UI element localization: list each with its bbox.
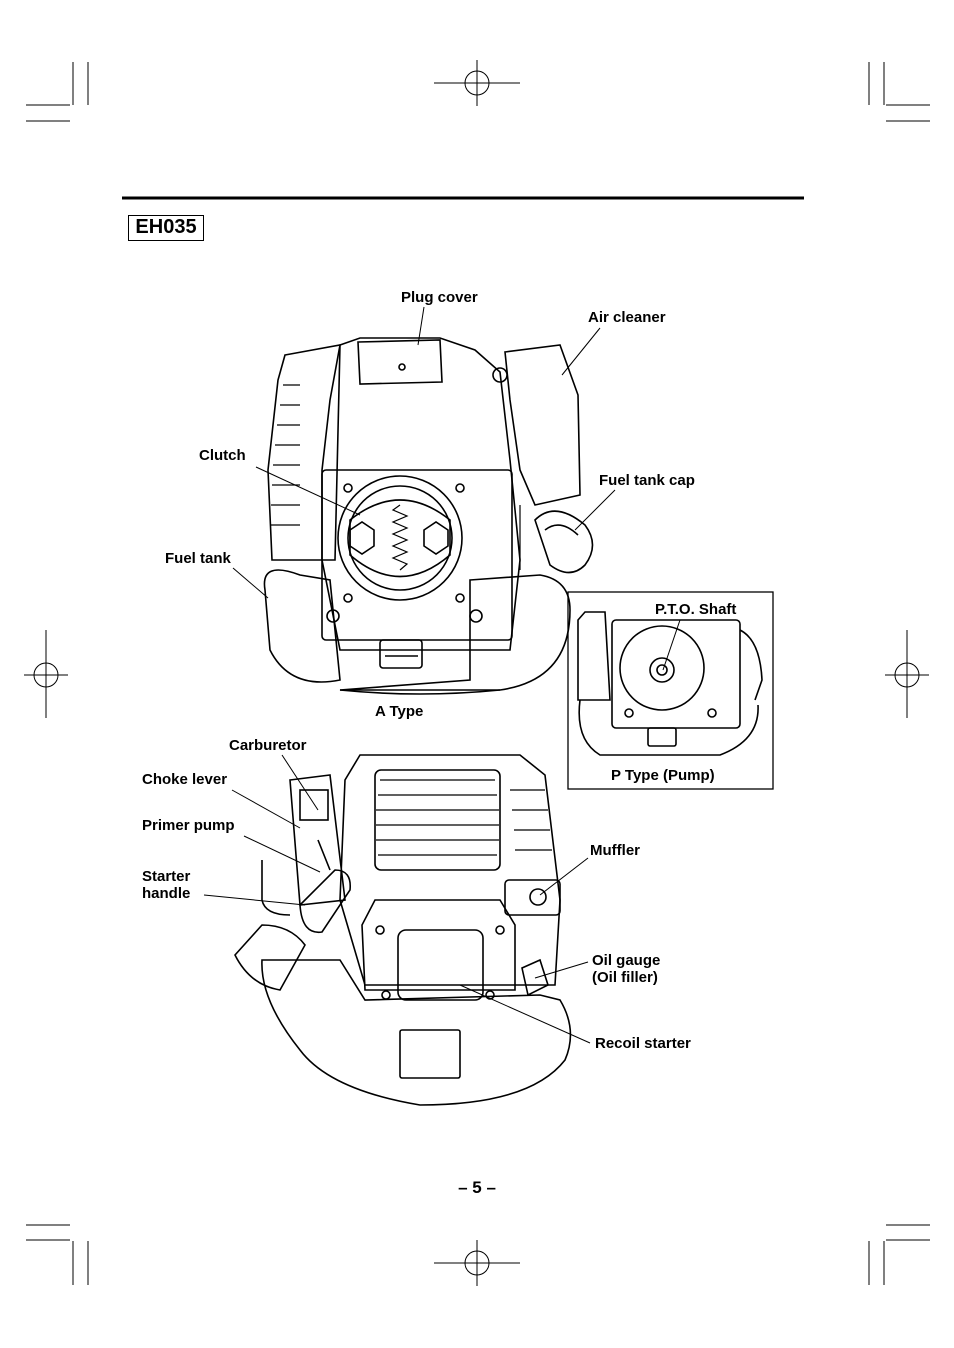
label-plug-cover: Plug cover	[401, 289, 478, 306]
label-fuel-tank: Fuel tank	[165, 550, 231, 567]
registration-mark-left	[24, 630, 68, 718]
registration-mark-top	[434, 60, 520, 106]
label-primer-pump: Primer pump	[142, 817, 235, 834]
leader-lines	[203, 306, 681, 1044]
engine-rear-view-illustration	[234, 754, 572, 1106]
label-recoil-starter: Recoil starter	[595, 1035, 691, 1052]
registration-mark-right	[885, 630, 929, 718]
label-choke-lever: Choke lever	[142, 771, 228, 788]
caption-a-type: A Type	[375, 703, 424, 720]
label-fuel-tank-cap: Fuel tank cap	[599, 472, 695, 489]
p-type-inset-illustration	[567, 591, 774, 790]
engine-a-type-illustration	[263, 337, 594, 695]
label-muffler: Muffler	[590, 842, 640, 859]
registration-mark-bottom	[434, 1240, 520, 1286]
page-number: – 5 –	[458, 1178, 496, 1197]
caption-p-type: P Type (Pump)	[611, 767, 715, 784]
label-oil-gauge: Oil gauge (Oil filler)	[592, 952, 661, 986]
label-pto-shaft: P.T.O. Shaft	[655, 601, 737, 618]
label-air-cleaner: Air cleaner	[588, 309, 666, 326]
label-clutch: Clutch	[199, 447, 246, 464]
label-starter-handle: Starter handle	[142, 868, 191, 902]
model-title: EH035	[128, 215, 204, 241]
crop-marks	[26, 62, 930, 1285]
label-carburetor: Carburetor	[229, 737, 307, 754]
